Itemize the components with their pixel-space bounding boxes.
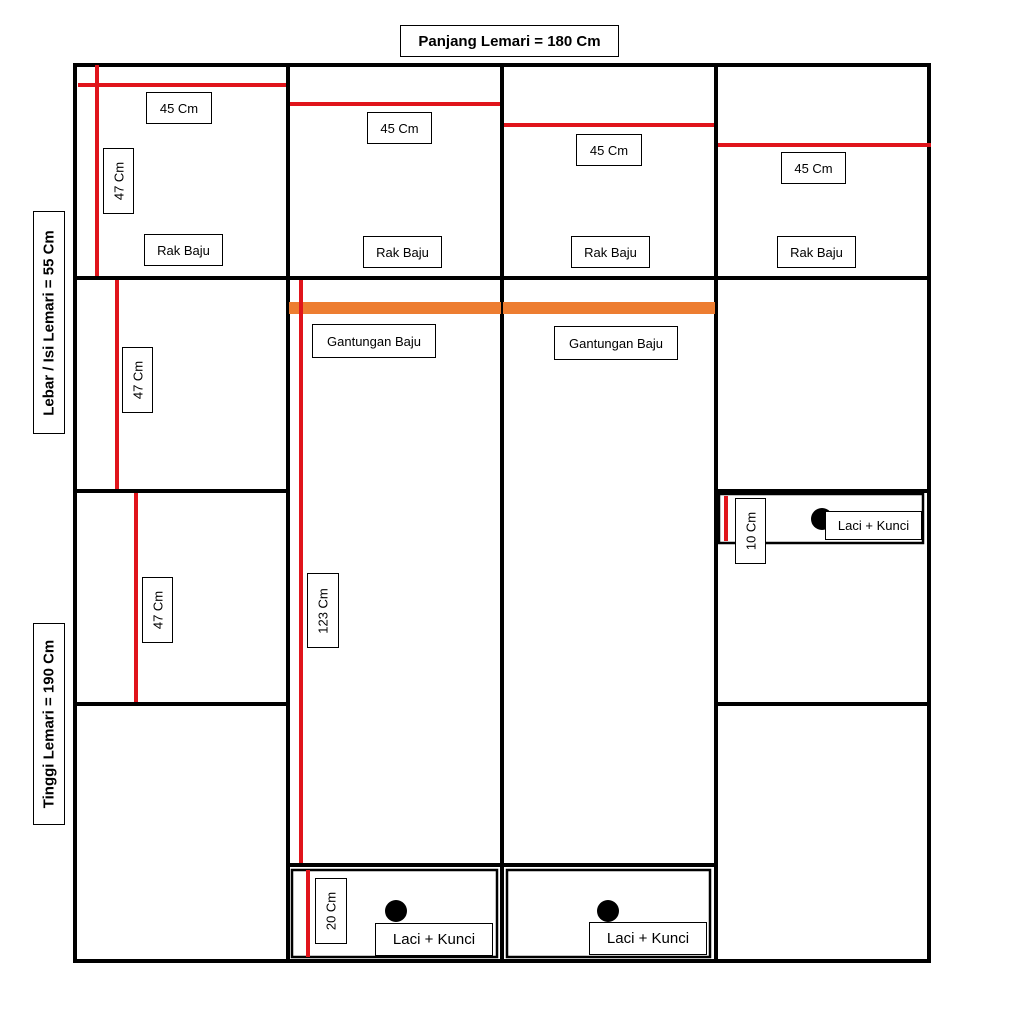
shelf-width-label-1: 45 Cm: [146, 92, 212, 124]
shelf-width-label-3: 45 Cm: [576, 134, 642, 166]
bottom-drawer-height-label: 20 Cm: [315, 878, 347, 944]
drawer-label-2: Laci + Kunci: [589, 922, 707, 955]
drawer-label-1: Laci + Kunci: [375, 923, 493, 956]
shelf-width-label-4: 45 Cm: [781, 152, 846, 184]
col4-drawer: [717, 492, 925, 545]
wardrobe-length-label: Panjang Lemari = 180 Cm: [400, 25, 619, 57]
wardrobe-width-label: Lebar / Isi Lemari = 55 Cm: [33, 211, 65, 434]
compartment-height-label-3: 47 Cm: [142, 577, 173, 643]
hanging-height-label: 123 Cm: [307, 573, 339, 648]
shelf-name-label-3: Rak Baju: [571, 236, 650, 268]
hanging-rod-1: [289, 302, 501, 314]
shelf-name-label-1: Rak Baju: [144, 234, 223, 266]
hanging-label-2: Gantungan Baju: [554, 326, 678, 360]
drawer-knob-1: [385, 900, 407, 922]
compartment-height-label-1: 47 Cm: [103, 148, 134, 214]
compartment-height-label-2: 47 Cm: [122, 347, 153, 413]
shelf-name-label-4: Rak Baju: [777, 236, 856, 268]
wardrobe-height-label: Tinggi Lemari = 190 Cm: [33, 623, 65, 825]
shelf-name-label-2: Rak Baju: [363, 236, 442, 268]
drawer-knob-2: [597, 900, 619, 922]
drawer-label-side: Laci + Kunci: [825, 511, 922, 540]
side-drawer-height-label: 10 Cm: [735, 498, 766, 564]
bottom-drawer-1: [290, 868, 499, 959]
hanging-rod-2: [503, 302, 715, 314]
bottom-drawer-2: [505, 868, 712, 959]
shelf-width-label-2: 45 Cm: [367, 112, 432, 144]
hanging-label-1: Gantungan Baju: [312, 324, 436, 358]
